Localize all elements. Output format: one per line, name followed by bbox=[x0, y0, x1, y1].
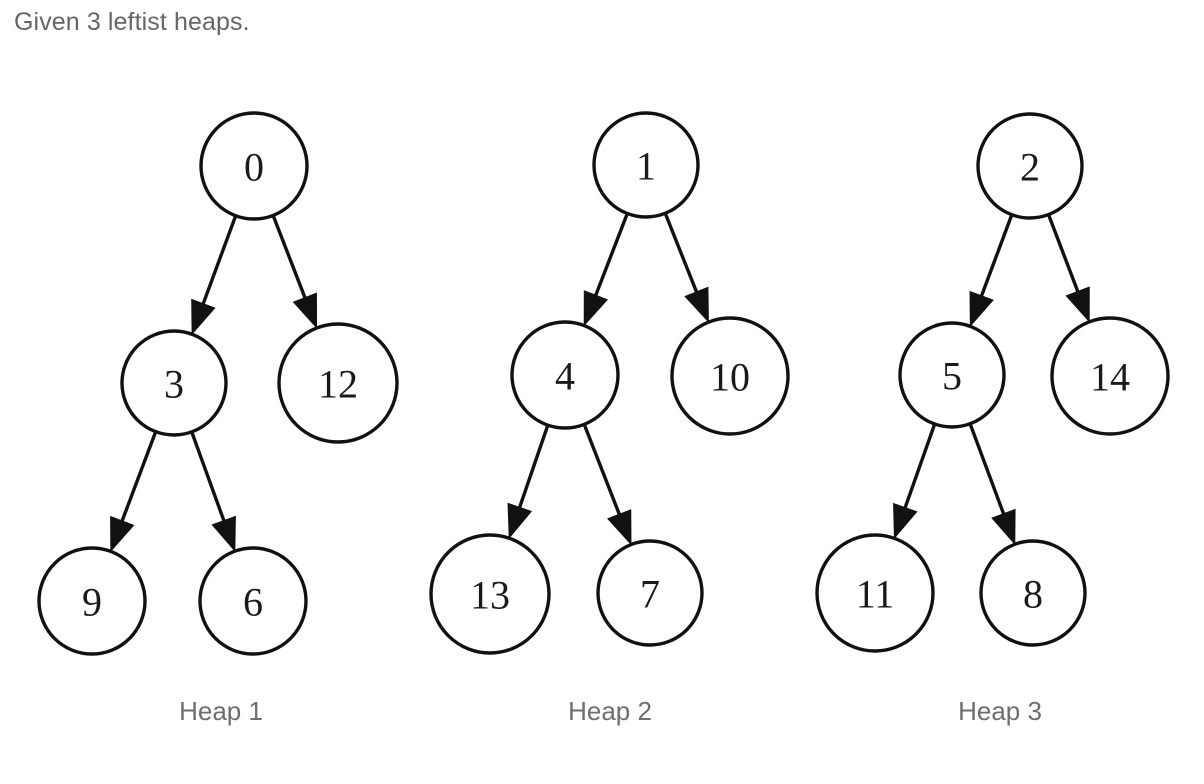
edge-line bbox=[189, 430, 228, 526]
tree-node: 14 bbox=[1050, 316, 1170, 436]
node-circle bbox=[277, 322, 399, 444]
tree-node: 1 bbox=[592, 111, 700, 219]
tree-edge bbox=[968, 422, 1016, 546]
node-circle bbox=[976, 112, 1084, 220]
tree-edge bbox=[582, 422, 632, 546]
edge-line bbox=[1046, 213, 1082, 297]
arrow-head-icon bbox=[893, 502, 918, 540]
node-value-label: 12 bbox=[318, 362, 358, 407]
arrow-head-icon bbox=[684, 286, 709, 324]
heap-caption: Heap 1 bbox=[179, 696, 263, 726]
tree-edge bbox=[663, 211, 709, 324]
tree-node: 6 bbox=[198, 546, 308, 656]
arrow-head-icon bbox=[607, 509, 632, 546]
node-value-label: 13 bbox=[470, 573, 510, 618]
edge-line bbox=[516, 423, 550, 513]
arrow-head-icon bbox=[110, 515, 135, 553]
node-circle bbox=[815, 533, 935, 653]
tree-node: 11 bbox=[815, 533, 935, 653]
edge-line bbox=[118, 430, 158, 526]
node-value-label: 1 bbox=[636, 144, 656, 189]
heap-caption: Heap 3 bbox=[958, 696, 1042, 726]
edge-line bbox=[663, 211, 700, 297]
arrow-head-icon bbox=[969, 290, 994, 328]
node-circle bbox=[898, 321, 1006, 429]
tree-edge bbox=[1046, 213, 1090, 323]
arrow-head-icon bbox=[1065, 286, 1090, 323]
node-value-label: 2 bbox=[1020, 145, 1040, 190]
node-circle bbox=[198, 546, 308, 656]
node-value-label: 14 bbox=[1090, 355, 1130, 400]
tree-edge bbox=[969, 213, 1014, 328]
tree-node: 7 bbox=[596, 539, 704, 647]
tree-edge bbox=[893, 422, 937, 540]
tree-edge bbox=[271, 213, 318, 329]
node-value-label: 7 bbox=[640, 572, 660, 617]
tree-node: 0 bbox=[199, 111, 309, 221]
node-circle bbox=[592, 111, 700, 219]
arrow-head-icon bbox=[583, 290, 609, 327]
edge-line bbox=[582, 422, 623, 520]
node-value-label: 9 bbox=[82, 580, 102, 625]
tree-node: 2 bbox=[976, 112, 1084, 220]
arrow-head-icon bbox=[991, 508, 1016, 546]
tree-node: 9 bbox=[37, 546, 147, 656]
prompt-text: Given 3 leftist heaps. bbox=[14, 8, 250, 36]
node-circle bbox=[510, 320, 620, 430]
tree-edge bbox=[583, 211, 630, 327]
tree-edge bbox=[191, 214, 238, 336]
tree-node: 5 bbox=[898, 321, 1006, 429]
node-value-label: 3 bbox=[164, 362, 184, 407]
edge-line bbox=[978, 213, 1014, 301]
edges-layer bbox=[110, 211, 1090, 553]
node-circle bbox=[429, 533, 551, 655]
node-circle bbox=[670, 316, 790, 436]
node-circle bbox=[37, 546, 147, 656]
edge-line bbox=[592, 211, 630, 301]
captions-layer: Heap 1 Heap 2 Heap 3 bbox=[179, 696, 1042, 726]
edge-line bbox=[200, 214, 238, 309]
node-value-label: 10 bbox=[710, 355, 750, 400]
node-value-label: 6 bbox=[243, 580, 263, 625]
tree-edge bbox=[110, 430, 158, 553]
node-circle bbox=[1050, 316, 1170, 436]
heap-caption: Heap 2 bbox=[568, 696, 652, 726]
arrow-head-icon bbox=[211, 515, 236, 553]
tree-node: 3 bbox=[120, 329, 228, 437]
node-value-label: 4 bbox=[555, 354, 575, 399]
tree-node: 10 bbox=[670, 316, 790, 436]
tree-node: 4 bbox=[510, 320, 620, 430]
node-value-label: 5 bbox=[942, 354, 962, 399]
edge-line bbox=[902, 422, 937, 513]
edge-line bbox=[968, 422, 1007, 519]
node-value-label: 11 bbox=[856, 572, 895, 617]
node-value-label: 0 bbox=[244, 145, 264, 190]
tree-node: 13 bbox=[429, 533, 551, 655]
node-circle bbox=[199, 111, 309, 221]
tree-node: 12 bbox=[277, 322, 399, 444]
node-circle bbox=[596, 539, 704, 647]
node-value-label: 8 bbox=[1023, 572, 1043, 617]
arrow-head-icon bbox=[507, 502, 533, 540]
tree-node: 8 bbox=[979, 539, 1087, 647]
node-circle bbox=[120, 329, 228, 437]
tree-edge bbox=[189, 430, 236, 553]
edge-line bbox=[271, 213, 309, 303]
node-circle bbox=[979, 539, 1087, 647]
arrow-head-icon bbox=[292, 292, 318, 329]
arrow-head-icon bbox=[191, 298, 216, 336]
tree-edge bbox=[507, 423, 550, 540]
